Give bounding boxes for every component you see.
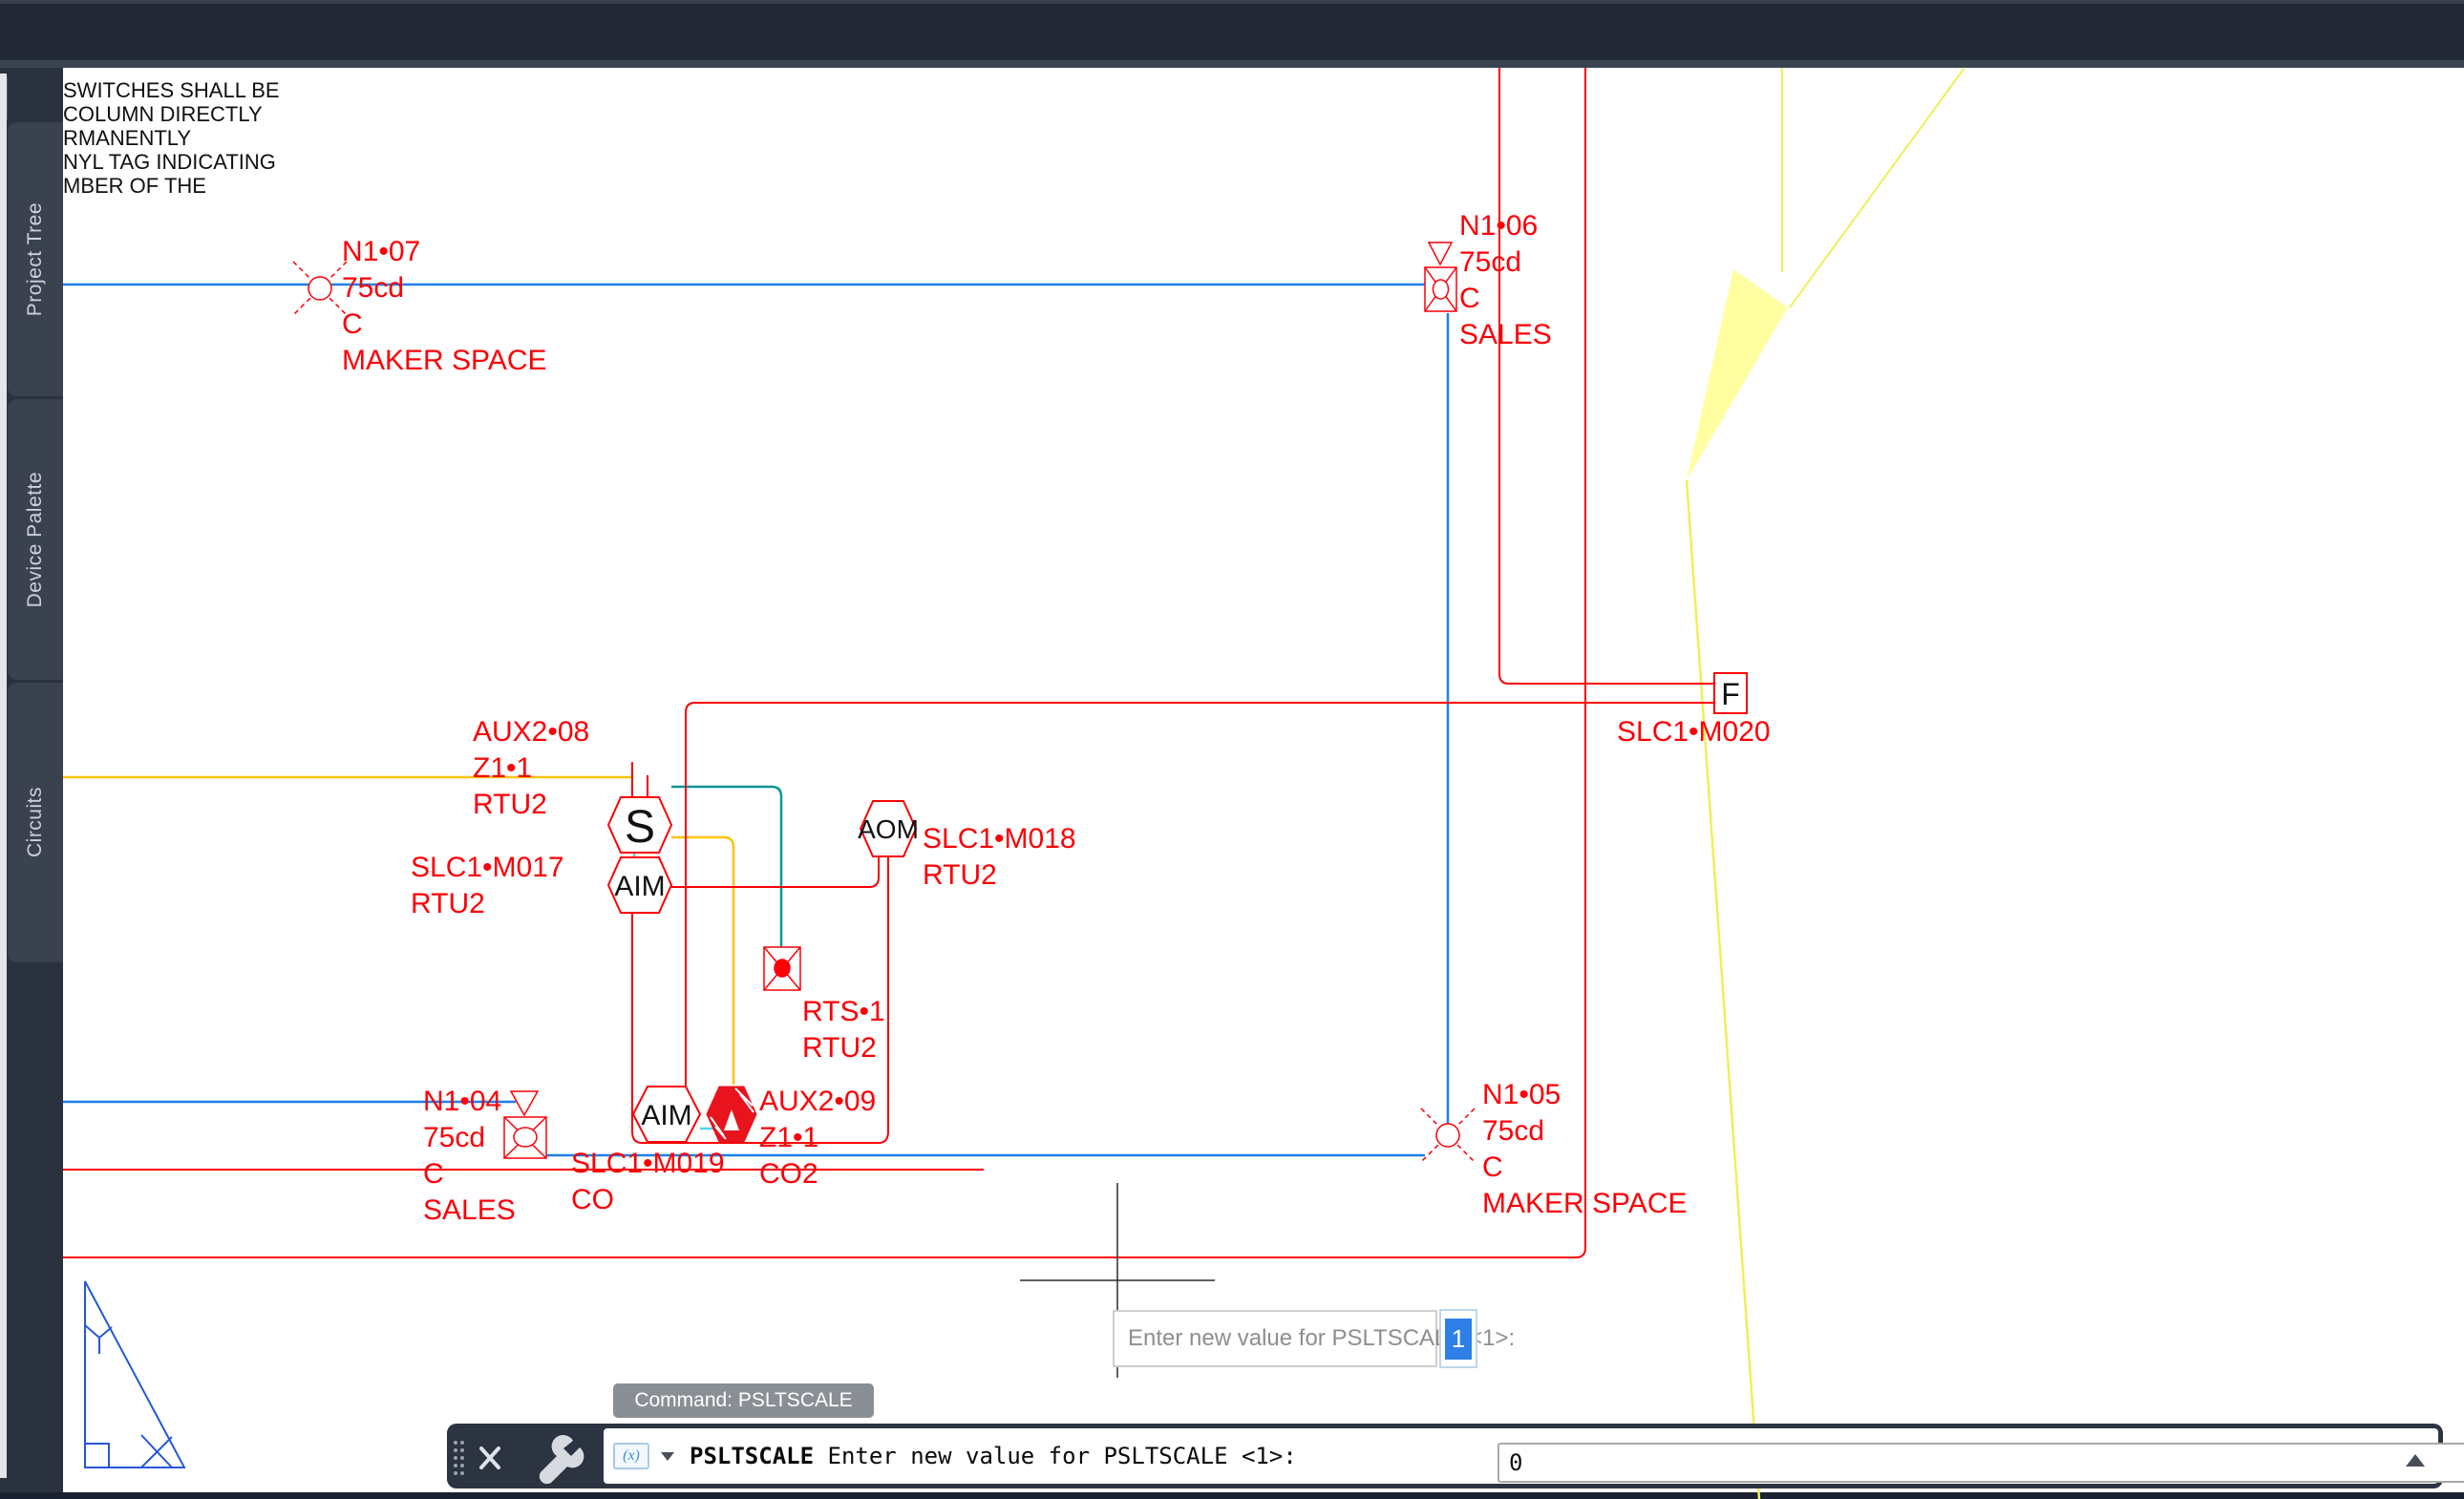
strobe-symbol-n105[interactable] <box>1420 1108 1476 1163</box>
aim2-module-letter: AIM <box>641 1100 691 1131</box>
device-label-n107: N1•07 75cd C MAKER SPACE <box>342 236 547 376</box>
device-label-m019: SLC1•M019 CO <box>571 1148 725 1215</box>
rts-symbol[interactable] <box>763 946 801 991</box>
command-status-tooltip: Command: PSLTSCALE <box>613 1383 874 1418</box>
aom-module-hexagon[interactable] <box>859 800 918 857</box>
yellow-circuit-wires[interactable] <box>63 775 735 1085</box>
device-label-n105: N1•05 75cd C MAKER SPACE <box>1482 1079 1688 1219</box>
sidebar-edge <box>0 74 7 1478</box>
command-history-caret-icon[interactable] <box>661 1451 674 1461</box>
strobe-symbol-n107[interactable] <box>292 261 348 316</box>
device-label-m018: SLC1•M018 RTU2 <box>923 823 1076 891</box>
aim-module-letter: AIM <box>614 871 665 902</box>
window-top-edge <box>0 0 2464 4</box>
dynamic-input-prompt: Enter new value for PSLTSCALE <1>: <box>1113 1310 1515 1367</box>
f-module-box[interactable] <box>1713 672 1748 714</box>
command-line-bar[interactable]: (x) PSLTSCALE Enter new value for PSLTSC… <box>447 1424 2464 1488</box>
command-variable-badge[interactable]: (x) <box>613 1443 649 1469</box>
left-sidebar: Project Tree Device Palette Circuits <box>0 68 63 1499</box>
teal-circuit-wires[interactable] <box>671 785 783 947</box>
triangle-detail[interactable] <box>84 1280 186 1468</box>
active-command-name: PSLTSCALE <box>690 1443 815 1469</box>
device-label-aux208: AUX2•08 Z1•1 RTU2 <box>473 716 590 820</box>
blue-circuit-wires[interactable] <box>63 283 1450 1157</box>
hexagon-modules <box>606 796 918 1143</box>
vendor-logo-icon <box>706 1086 757 1143</box>
device-label-m020: SLC1•M020 <box>1617 716 1771 748</box>
dynamic-input-value: 1 <box>1444 1318 1473 1360</box>
device-label-rts1: RTS•1 RTU2 <box>802 996 885 1064</box>
sidebar-tab-device-palette[interactable]: Device Palette <box>8 399 63 680</box>
horn-strobe-symbol-n104[interactable] <box>503 1090 547 1159</box>
device-label-n106: N1•06 75cd C SALES <box>1459 210 1552 350</box>
sidebar-tab-circuits[interactable]: Circuits <box>8 683 63 962</box>
command-input-panel[interactable]: (x) PSLTSCALE Enter new value for PSLTSC… <box>604 1428 2464 1484</box>
drag-handle-icon[interactable] <box>454 1441 464 1475</box>
selection-highlight[interactable] <box>1685 67 1965 1499</box>
red-circuit-wires[interactable] <box>63 68 1714 1258</box>
general-note-text: SWITCHES SHALL BE COLUMN DIRECTLY RMANEN… <box>63 78 280 198</box>
device-label-n104: N1•04 75cd C SALES <box>423 1086 516 1226</box>
dynamic-input-value-field[interactable]: 1 <box>1439 1309 1477 1368</box>
s-module-letter: S <box>625 802 655 853</box>
command-spinner-up-icon[interactable] <box>2406 1454 2425 1467</box>
drawing-canvas[interactable] <box>63 68 2464 1499</box>
title-bar <box>0 4 2464 60</box>
customize-wrench-icon[interactable] <box>539 1434 584 1485</box>
device-label-aux209: AUX2•09 Z1•1 CO2 <box>759 1086 877 1190</box>
s-module-hexagon[interactable] <box>606 796 673 854</box>
f-module-letter: F <box>1721 677 1740 711</box>
close-icon[interactable] <box>479 1446 500 1469</box>
command-bar-icons <box>447 1424 604 1488</box>
variable-badge-label: (x) <box>623 1447 640 1464</box>
toolbar-strip <box>0 60 2464 68</box>
command-status-text: Command: PSLTSCALE <box>634 1389 853 1411</box>
sidebar-tab-project-tree[interactable]: Project Tree <box>8 122 63 396</box>
device-label-m017: SLC1•M017 RTU2 <box>411 852 564 919</box>
command-value-input[interactable]: 0 <box>1498 1443 2464 1483</box>
aim-module-hexagon[interactable] <box>606 856 673 914</box>
bottom-edge-strip <box>0 1492 2464 1499</box>
command-prompt-text: PSLTSCALE Enter new value for PSLTSCALE … <box>690 1443 1310 1469</box>
aom-module-letter: AOM <box>858 814 919 844</box>
command-prompt-message: Enter new value for PSLTSCALE <1>: <box>814 1443 1311 1469</box>
command-input-value: 0 <box>1509 1449 1523 1476</box>
horn-strobe-symbol-n106[interactable] <box>1424 242 1457 312</box>
aim2-module-hexagon[interactable] <box>631 1086 702 1143</box>
